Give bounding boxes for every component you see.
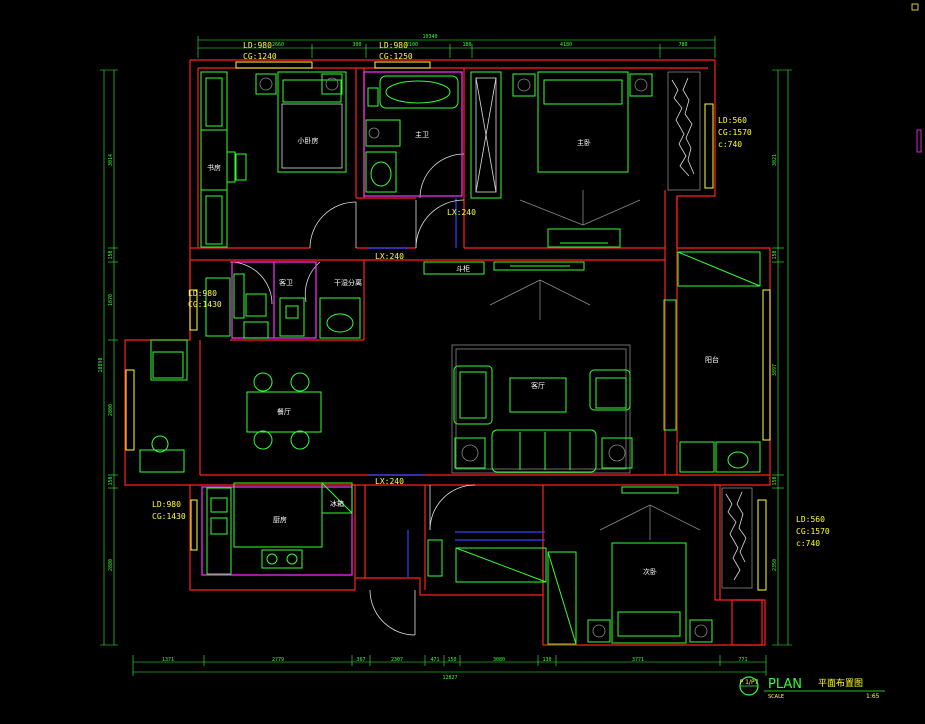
dim-top-2: 2100 xyxy=(406,42,418,48)
right-dimension-line: 3021 150 3897 150 2350 xyxy=(772,69,792,646)
kitchen: 厨房 冰箱 xyxy=(201,482,353,576)
title-block: P 1/P7 PLAN 平面布置图 SCALE 1:65 xyxy=(739,676,885,700)
room-label-main-bath: 主卫 xyxy=(415,130,429,139)
dim-top-total: 10340 xyxy=(422,34,437,40)
room-label-fridge: 冰箱 xyxy=(330,499,344,508)
room-label-living: 客厅 xyxy=(531,381,545,390)
room-label-second: 次卧 xyxy=(643,567,657,576)
edge-mark xyxy=(916,129,922,153)
tag-w1-cg: CG:1240 xyxy=(243,52,277,61)
plan-word: PLAN xyxy=(768,677,802,692)
tag-w2-cg: CG:1250 xyxy=(379,52,413,61)
dim-left-1: 150 xyxy=(108,250,114,259)
room-label-guest-bath: 客卫 xyxy=(279,278,293,287)
dim-bottom-6: 3080 xyxy=(493,657,505,663)
room-label-balcony: 阳台 xyxy=(705,355,719,364)
dim-left-3: 10890 xyxy=(98,357,104,372)
tag-w2-ld: LD:980 xyxy=(379,41,408,50)
scale-value: 1:65 xyxy=(866,693,880,700)
dim-right-2: 3897 xyxy=(772,364,778,376)
tag-lx1: LX:240 xyxy=(447,208,476,217)
dim-right-4: 2350 xyxy=(772,559,778,571)
tag-lx3: LX:240 xyxy=(375,477,404,486)
dim-top-0: 2660 xyxy=(272,42,284,48)
dim-left-5: 150 xyxy=(108,476,114,485)
dim-bottom-1: 2779 xyxy=(272,657,284,663)
dim-bottom-7: 130 xyxy=(542,657,551,663)
room-label-wash: 干湿分离 xyxy=(334,278,362,287)
second-bedroom: 次卧 xyxy=(427,486,753,645)
tag-r1-c: c:740 xyxy=(718,140,742,149)
dim-top-1: 300 xyxy=(352,42,361,48)
dim-top-4: 4180 xyxy=(560,42,572,48)
corner-mark xyxy=(911,3,919,11)
dim-left-4: 2800 xyxy=(108,404,114,416)
dim-left-6: 2880 xyxy=(108,559,114,571)
bottom-dimension-line: 1371 2779 367 2307 471 150 3080 130 3771… xyxy=(132,655,767,681)
dim-right-0: 3021 xyxy=(772,154,778,166)
room-label-master: 主卧 xyxy=(577,138,591,147)
dim-bottom-3: 2307 xyxy=(391,657,403,663)
tag-left1-ld: LD:980 xyxy=(188,289,217,298)
dim-right-3: 150 xyxy=(772,476,778,485)
windows xyxy=(125,61,771,591)
tag-r2-ld: LD:560 xyxy=(796,515,825,524)
drawing-title: 平面布置图 xyxy=(818,677,863,689)
left-dimension-line: 3014 150 1870 10890 2800 150 2880 xyxy=(98,69,118,646)
tag-lx2: LX:240 xyxy=(375,252,404,261)
tag-r1-ld: LD:560 xyxy=(718,116,747,125)
tag-r1-cg: CG:1570 xyxy=(718,128,752,137)
balcony: 阳台 xyxy=(663,251,761,473)
dim-right-1: 150 xyxy=(772,250,778,259)
dim-bottom-5: 150 xyxy=(447,657,456,663)
room-label-kitchen: 厨房 xyxy=(273,515,287,524)
dining-room: 餐厅 xyxy=(139,339,322,473)
dim-bottom-2: 367 xyxy=(356,657,365,663)
dim-left-2: 1870 xyxy=(108,294,114,306)
dim-bottom-8: 3771 xyxy=(632,657,644,663)
sheet-number: P 1/P7 xyxy=(740,679,759,686)
tag-r2-cg: CG:1570 xyxy=(796,527,830,536)
top-dimension-line: 10340 2660 300 2100 180 4180 780 xyxy=(197,34,716,58)
guest-bath: 客卫 干湿分离 xyxy=(205,261,362,339)
doors xyxy=(229,153,476,636)
dim-bottom-4: 471 xyxy=(430,657,439,663)
tag-w1-ld: LD:980 xyxy=(243,41,272,50)
tag-left1-cg: CG:1430 xyxy=(188,300,222,309)
dim-bottom-0: 1371 xyxy=(162,657,174,663)
shoe-cabinet: 斗柜 xyxy=(423,261,591,320)
room-label-shoe: 斗柜 xyxy=(456,264,470,273)
tag-left2-cg: CG:1430 xyxy=(152,512,186,521)
main-bath: 主卫 xyxy=(363,71,463,197)
dim-bottom-total: 12827 xyxy=(442,675,457,681)
scale-word: SCALE xyxy=(768,694,784,700)
walls xyxy=(124,59,771,646)
master-bedroom: 主卧 xyxy=(470,71,701,248)
dim-top-5: 780 xyxy=(678,42,687,48)
small-bedroom-furniture: 小卧房 书房 xyxy=(200,71,347,248)
dim-bottom-9: 771 xyxy=(738,657,747,663)
tag-r2-c: c:740 xyxy=(796,539,820,548)
window-annotations: LD:980 CG:1240 LD:980 CG:1250 LX:240 LX:… xyxy=(152,41,830,548)
tag-left2-ld: LD:980 xyxy=(152,500,181,509)
dim-left-0: 3014 xyxy=(108,154,114,166)
living-room: 客厅 xyxy=(451,344,633,474)
room-label-dining: 餐厅 xyxy=(277,407,291,416)
dim-top-3: 180 xyxy=(462,42,471,48)
room-label-small-bedroom: 小卧房 xyxy=(298,136,319,145)
room-label-study: 书房 xyxy=(207,163,221,172)
